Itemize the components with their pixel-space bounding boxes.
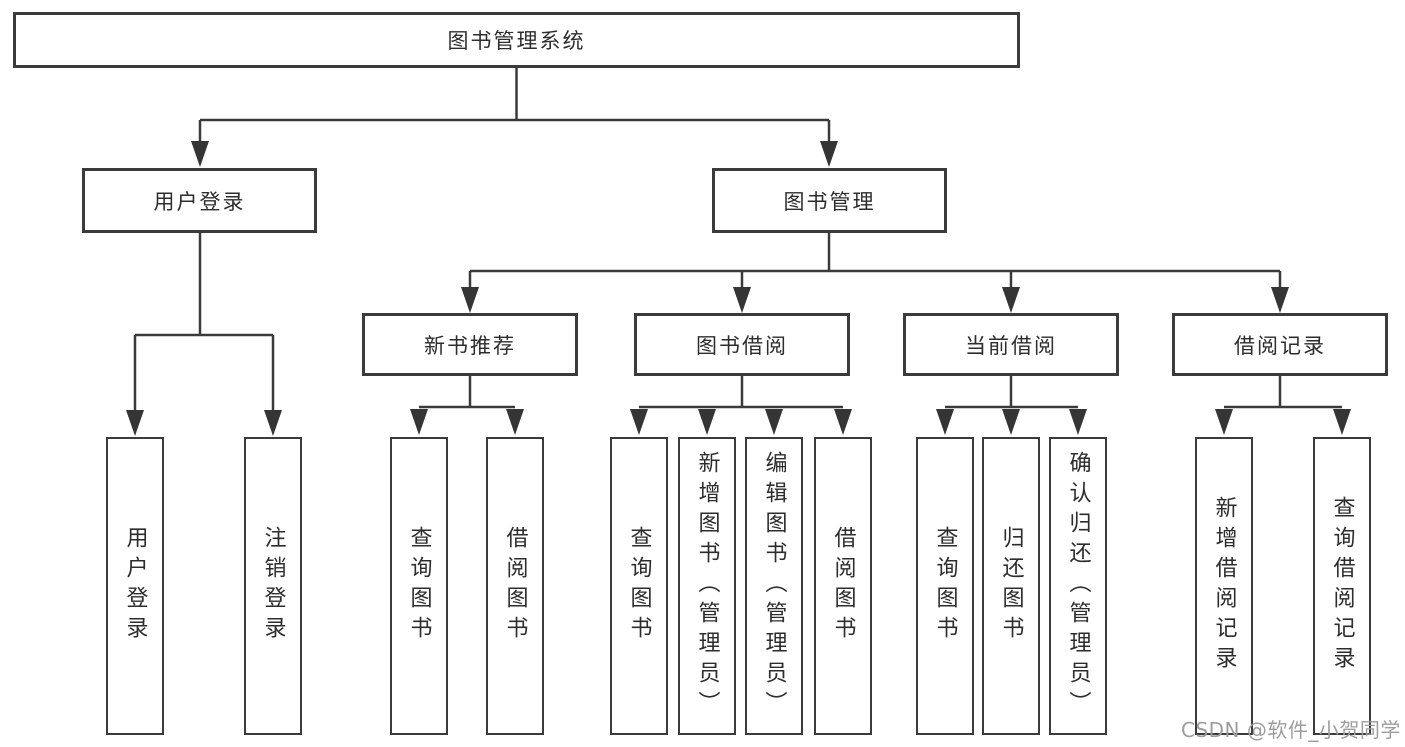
leaf-borrow-books: 借阅图书 [814, 437, 872, 735]
node-new-book-recommend: 新书推荐 [362, 313, 578, 376]
node-current-borrow: 当前借阅 [903, 313, 1119, 376]
leaf-logout-label: 注销登录 [260, 526, 286, 646]
arrow-down-icon [1069, 409, 1087, 435]
leaf-add-book-admin: 新增图书（管理员） [678, 437, 736, 735]
node-borrow-records: 借阅记录 [1172, 313, 1388, 376]
node-book-management: 图书管理 [712, 168, 947, 233]
connector-borrow-records-to-children [1215, 376, 1351, 435]
arrow-down-icon [1215, 409, 1233, 435]
leaf-query-books-current-label: 查询图书 [932, 526, 958, 646]
connector-new-book-recommend-to-children [410, 376, 524, 435]
leaf-confirm-return-admin: 确认归还（管理员） [1049, 437, 1107, 735]
leaf-borrow-books-label: 借阅图书 [830, 526, 856, 646]
connector-root-to-level2 [191, 68, 838, 167]
leaf-return-book-label: 归还图书 [998, 526, 1024, 646]
arrow-down-icon [698, 409, 716, 435]
arrow-down-icon [191, 141, 209, 167]
node-book-management-label: 图书管理 [783, 189, 876, 214]
leaf-confirm-return-admin-label: 确认归还（管理员） [1065, 451, 1091, 721]
leaf-query-books-borrow-label: 查询图书 [626, 526, 652, 646]
arrow-down-icon [264, 410, 282, 436]
leaf-query-books-borrow: 查询图书 [610, 437, 668, 735]
leaf-return-book: 归还图书 [982, 437, 1040, 735]
leaf-edit-book-admin: 编辑图书（管理员） [745, 437, 803, 735]
leaf-user-login: 用户登录 [106, 437, 164, 735]
connector-book-management-to-level3 [461, 233, 1289, 313]
node-book-borrow-label: 图书借阅 [696, 333, 788, 358]
node-book-borrow: 图书借阅 [634, 313, 850, 376]
leaf-add-borrow-record-label: 新增借阅记录 [1211, 496, 1237, 676]
connector-current-borrow-to-children [936, 376, 1087, 435]
arrow-down-icon [630, 409, 648, 435]
leaf-query-borrow-record: 查询借阅记录 [1313, 437, 1371, 735]
node-borrow-records-label: 借阅记录 [1234, 333, 1326, 358]
leaf-add-borrow-record: 新增借阅记录 [1195, 437, 1253, 735]
node-user-login: 用户登录 [82, 168, 317, 233]
arrow-down-icon [1002, 287, 1020, 313]
arrow-down-icon [733, 287, 751, 313]
arrow-down-icon [461, 287, 479, 313]
leaf-edit-book-admin-label: 编辑图书（管理员） [761, 451, 787, 721]
leaf-add-book-admin-label: 新增图书（管理员） [694, 451, 720, 721]
csdn-watermark: CSDN @软件_小贺同学 [1181, 718, 1401, 742]
node-new-book-recommend-label: 新书推荐 [424, 333, 516, 358]
leaf-borrow-books-recommend: 借阅图书 [486, 437, 544, 735]
arrow-down-icon [820, 141, 838, 167]
arrow-down-icon [410, 409, 428, 435]
node-library-system-label: 图书管理系统 [447, 29, 586, 53]
arrow-down-icon [126, 410, 144, 436]
leaf-user-login-label: 用户登录 [122, 526, 148, 646]
arrow-down-icon [1333, 409, 1351, 435]
arrow-down-icon [1271, 287, 1289, 313]
leaf-borrow-books-recommend-label: 借阅图书 [502, 526, 528, 646]
arrow-down-icon [506, 409, 524, 435]
node-library-system: 图书管理系统 [13, 12, 1020, 68]
connector-book-borrow-to-children [630, 376, 852, 435]
node-current-borrow-label: 当前借阅 [965, 333, 1057, 358]
leaf-logout: 注销登录 [244, 437, 302, 735]
leaf-query-books-recommend-label: 查询图书 [406, 526, 432, 646]
arrow-down-icon [1002, 409, 1020, 435]
connector-user-login-to-children [126, 233, 282, 436]
arrow-down-icon [765, 409, 783, 435]
leaf-query-borrow-record-label: 查询借阅记录 [1329, 496, 1355, 676]
arrow-down-icon [936, 409, 954, 435]
leaf-query-books-current: 查询图书 [916, 437, 974, 735]
arrow-down-icon [834, 409, 852, 435]
leaf-query-books-recommend: 查询图书 [390, 437, 448, 735]
node-user-login-label: 用户登录 [153, 189, 246, 214]
